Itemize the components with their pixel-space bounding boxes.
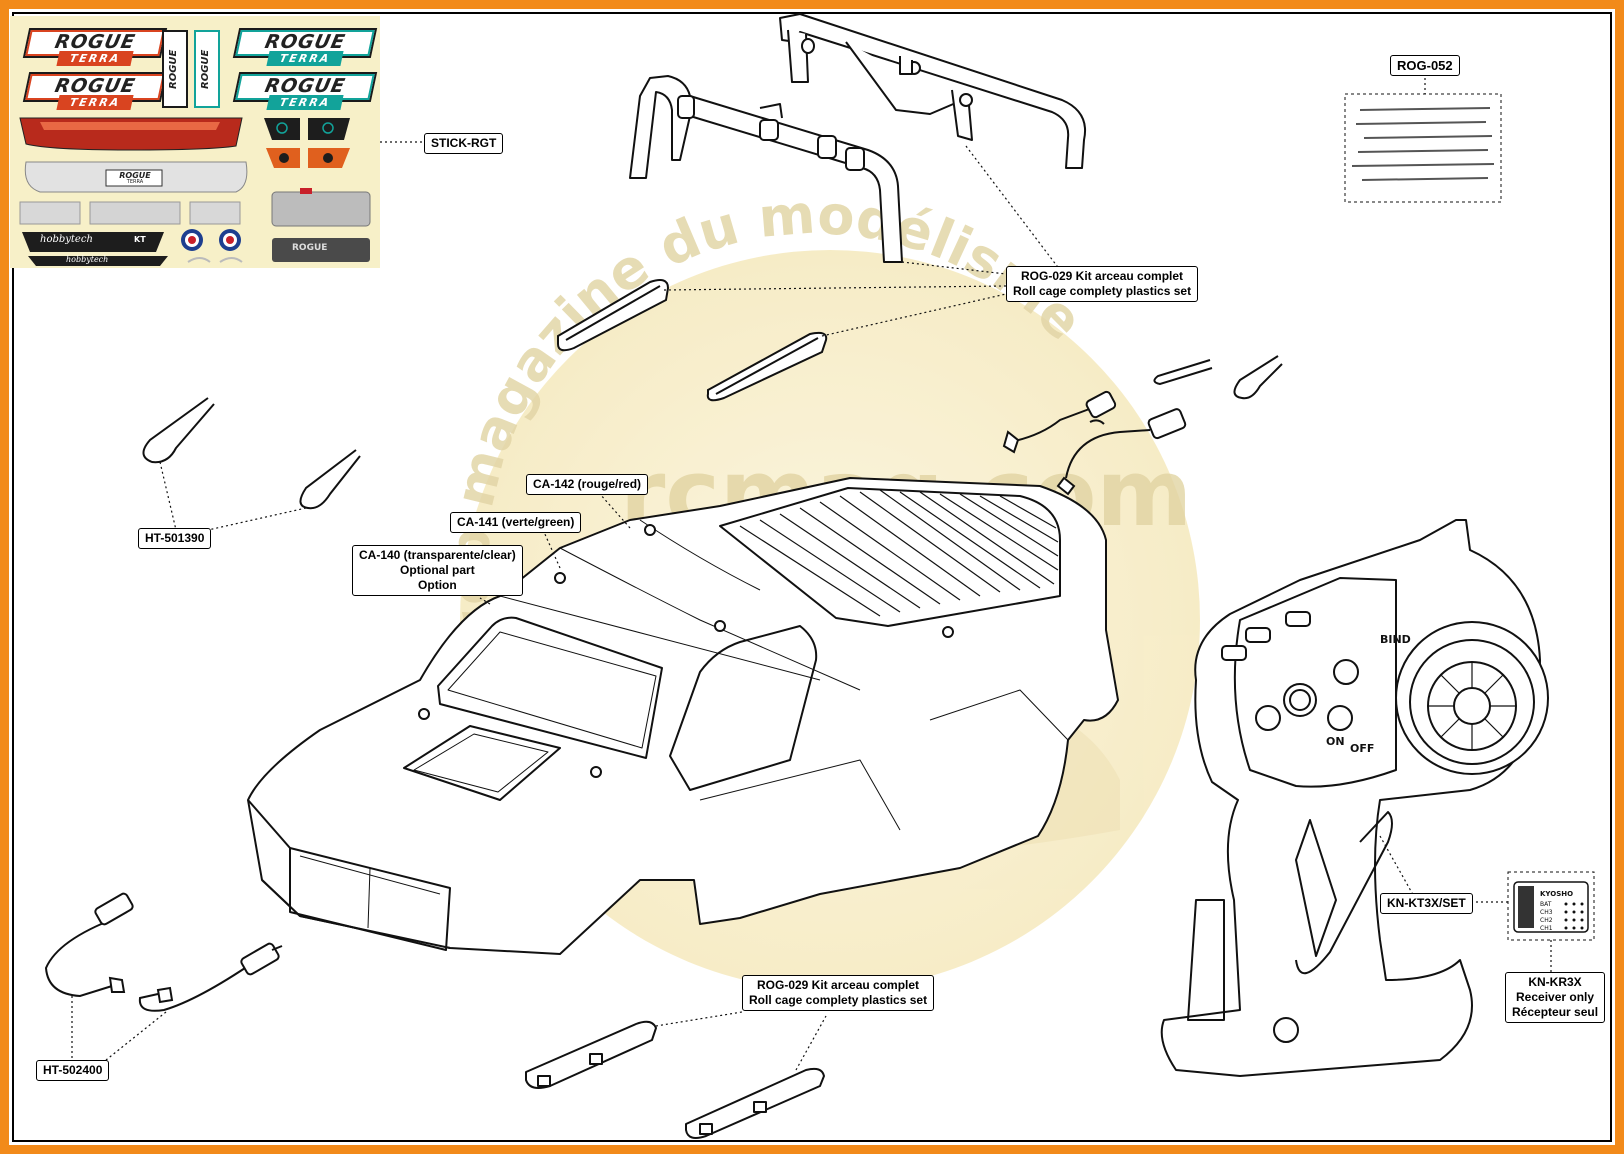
receiver-boundary (1507, 871, 1595, 941)
transmitter-off-label: OFF (1350, 742, 1374, 755)
label-text: ROG-029 Kit arceau complet (1021, 269, 1184, 283)
led-cable-bottom (44, 892, 283, 1012)
label-text: Récepteur seul (1512, 1005, 1599, 1019)
tail-light-decal (264, 118, 300, 140)
label-text: Option (418, 578, 457, 592)
receiver-port-ch2: CH2 (1540, 917, 1553, 924)
windshield-decal-sub: TERRA (126, 179, 144, 185)
receiver-brand: KYOSHO (1540, 890, 1573, 898)
label-rog-029-top: ROG-029 Kit arceau complet Roll cage com… (1006, 266, 1199, 302)
side-rail-left (557, 279, 670, 352)
label-text: CA-140 (transparente/clear) (359, 548, 516, 562)
label-ht-502400: HT-502400 (36, 1060, 110, 1081)
label-text: Roll cage complety plastics set (1013, 284, 1192, 298)
truck-body (247, 477, 1119, 955)
chrome-strip-decal (19, 201, 81, 225)
body-mount (525, 1020, 825, 1139)
label-ca-141: CA-141 (verte/green) (450, 512, 582, 533)
label-text: HT-501390 (145, 531, 205, 545)
black-strip-text: hobbytech (40, 234, 93, 245)
sticker-strips (19, 117, 371, 266)
french-roundel-icon (181, 229, 203, 251)
transmitter-on-label: ON (1326, 735, 1345, 748)
mirror-decal (271, 191, 371, 227)
receiver-port-ch1: CH1 (1540, 925, 1553, 932)
label-text: ROG-052 (1397, 58, 1453, 73)
sticker-sheet: ROGUE TERRA ROGUE TERRA ROGUE TERRA ROGU… (10, 16, 380, 268)
receiver: KYOSHO BAT CH3 CH2 CH1 (1507, 871, 1595, 941)
label-text: CA-142 (rouge/red) (533, 477, 642, 491)
label-ht-501390: HT-501390 (138, 528, 212, 549)
screw-icon (1351, 107, 1495, 181)
label-rog-029-bottom: ROG-029 Kit arceau complet Roll cage com… (742, 975, 935, 1011)
label-rog-052: ROG-052 (1390, 55, 1460, 76)
receiver-port-bat: BAT (1540, 901, 1552, 908)
body-clip (142, 355, 1283, 510)
label-ca-140: CA-140 (transparente/clear) Optional par… (352, 545, 523, 596)
screw-set-boundary (1344, 93, 1502, 203)
windshield-decal-brand: ROGUE (119, 171, 151, 180)
label-stick-rgt: STICK-RGT (424, 133, 504, 154)
label-text: KN-KR3X (1528, 975, 1582, 989)
receiver-port-ch3: CH3 (1540, 909, 1553, 916)
side-plate-decal (272, 238, 370, 262)
diagram-inner-border (12, 12, 1612, 1142)
black-strip-decal-lower (28, 256, 168, 266)
label-ca-142: CA-142 (rouge/red) (526, 474, 649, 495)
roll-cage-rear (779, 13, 1086, 169)
label-text: ROG-029 Kit arceau complet (757, 978, 920, 992)
black-strip-text-lower: hobbytech (66, 255, 109, 264)
leader-lines (71, 78, 1552, 1071)
label-text: Optional part (400, 563, 475, 577)
wheel-spokes (1428, 662, 1516, 750)
black-strip-sub: KT (134, 235, 146, 244)
screw-set (1344, 93, 1502, 203)
label-text: HT-502400 (43, 1063, 103, 1077)
label-text: STICK-RGT (431, 136, 497, 150)
roll-cage-front (629, 75, 903, 263)
label-kn-kt3x-set: KN-KT3X/SET (1380, 893, 1473, 914)
side-rail-right (706, 331, 828, 402)
label-text: CA-141 (verte/green) (457, 515, 575, 529)
french-roundel-icon (219, 229, 241, 251)
label-text: Receiver only (1516, 990, 1595, 1004)
led-cable-top (1002, 390, 1187, 496)
transmitter-bind-label: BIND (1380, 633, 1411, 646)
black-strip-decal (22, 232, 164, 252)
label-text: Roll cage complety plastics set (749, 993, 928, 1007)
transmitter: BIND ON OFF (1160, 519, 1549, 1077)
bed-slats (739, 489, 1059, 617)
side-plate-text: ROGUE (292, 243, 328, 253)
label-text: KN-KT3X/SET (1387, 896, 1466, 910)
label-kn-kr3x: KN-KR3X Receiver only Récepteur seul (1505, 972, 1606, 1023)
